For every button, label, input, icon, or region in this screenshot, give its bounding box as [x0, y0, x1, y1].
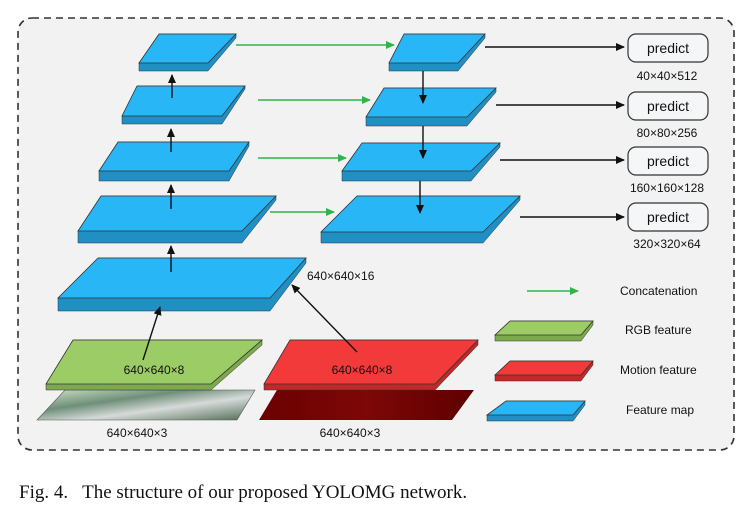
- caption-label: Fig. 4.: [19, 482, 68, 503]
- motion-feature-shape: 640×640×8: [332, 363, 393, 377]
- arrow-rgb-to-backbone: [142, 306, 162, 361]
- rgb-input-shape: 640×640×3: [107, 426, 168, 440]
- legend: Concatenation RGB feature Motion feature…: [485, 284, 697, 422]
- legend-motion-feature: Motion feature: [620, 363, 697, 377]
- rgb-feature-slab: [45, 339, 264, 391]
- legend-rgb-feature: RGB feature: [625, 323, 692, 337]
- neck-slab-1: [320, 195, 521, 244]
- legend-motion-swatch: [493, 360, 594, 382]
- legend-feature-map: Feature map: [626, 403, 694, 417]
- output-shape-2: 80×80×256: [637, 126, 698, 140]
- legend-feature-map-swatch: [485, 400, 586, 422]
- predict-label: predict: [647, 209, 689, 225]
- output-shape-1: 40×40×512: [637, 69, 698, 83]
- legend-rgb-swatch: [493, 320, 594, 342]
- caption-text: The structure of our proposed YOLOMG net…: [82, 482, 467, 503]
- backbone-slab-3: [98, 141, 250, 182]
- motion-input-shape: 640×640×3: [320, 426, 381, 440]
- predict-box-1: predict: [627, 33, 709, 63]
- predict-label: predict: [647, 153, 689, 169]
- predict-label: predict: [647, 40, 689, 56]
- motion-input-image: [259, 390, 474, 420]
- predict-box-2: predict: [627, 91, 709, 121]
- legend-concatenation: Concatenation: [620, 284, 697, 298]
- predict-box-4: predict: [627, 202, 709, 232]
- backbone-slab-5: [138, 33, 237, 72]
- rgb-feature-shape: 640×640×8: [124, 363, 185, 377]
- neck-slab-4: [388, 33, 486, 72]
- arrow-motion-to-backbone: [291, 284, 358, 353]
- figure-caption: Fig. 4. The structure of our proposed YOL…: [19, 482, 467, 503]
- motion-feature-slab: [263, 339, 479, 391]
- backbone-slab-1: [57, 257, 307, 312]
- backbone-slab-4: [121, 85, 246, 125]
- backbone-slab-2: [77, 195, 277, 244]
- predict-label: predict: [647, 98, 689, 114]
- predict-box-3: predict: [627, 146, 709, 176]
- output-shape-3: 160×160×128: [630, 181, 704, 195]
- output-shape-4: 320×320×64: [633, 237, 701, 251]
- neck-slab-3: [365, 87, 497, 127]
- first-feature-shape: 640×640×16: [307, 269, 375, 283]
- rgb-input-image: [36, 389, 256, 421]
